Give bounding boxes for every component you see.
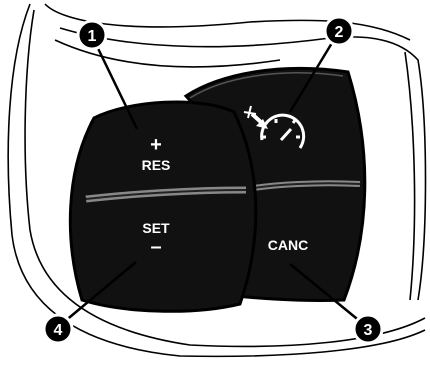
res-set-rocker-button[interactable]	[68, 100, 258, 313]
callout-3: 3	[352, 313, 384, 345]
svg-text:1: 1	[88, 28, 97, 45]
set-minus-symbol: –	[150, 236, 161, 258]
svg-text:4: 4	[54, 322, 63, 339]
callout-1: 1	[76, 19, 108, 51]
svg-text:3: 3	[364, 322, 373, 339]
res-label: RES	[142, 157, 171, 173]
cruise-control-icon	[260, 113, 306, 149]
svg-text:2: 2	[335, 24, 344, 41]
callout-2: 2	[323, 15, 355, 47]
canc-label: CANC	[268, 237, 308, 253]
set-label: SET	[142, 220, 170, 236]
res-plus-symbol: +	[150, 134, 162, 156]
callout-4: 4	[42, 313, 74, 345]
callout-lines	[57, 32, 368, 328]
cruise-arrow-icon	[243, 105, 268, 129]
